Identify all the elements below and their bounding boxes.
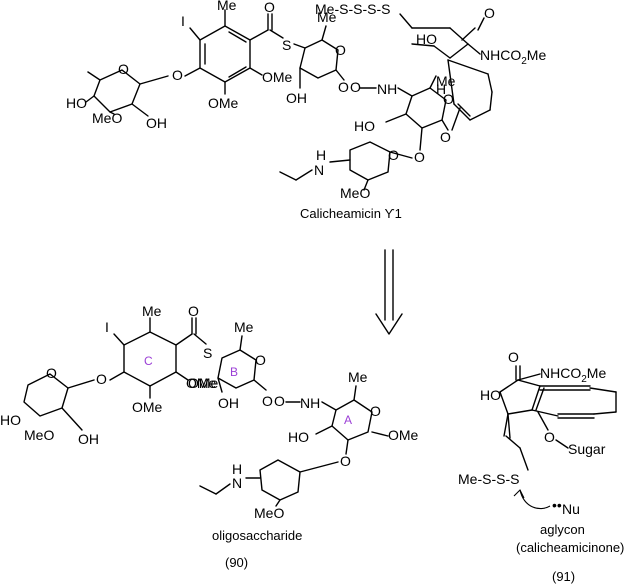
label-o-link-bl: O [262, 393, 273, 409]
bond-carbonyl-c [249, 29, 269, 41]
ring-letter-a: A [344, 413, 352, 427]
label-nu: Nu [562, 501, 580, 517]
caption-91: (91) [552, 569, 575, 584]
sugar-ring-e-bl [259, 459, 301, 501]
label-o-glyc2: O [414, 149, 425, 165]
ring-letter-c: C [144, 354, 153, 368]
label-me1: Me [217, 0, 237, 13]
label-o-ring-a: O [443, 91, 454, 107]
label-meo-left: MeO [92, 110, 122, 126]
label-nhco2me-br: NHCO2Me [540, 365, 606, 385]
label-o-ring-a-bl: O [370, 403, 381, 419]
label-ho-top: HO [416, 31, 437, 47]
caption-calicheamicin: Calicheamicin ϒ1 [300, 206, 402, 221]
label-oh-bl2: OH [218, 395, 239, 411]
label-o-glyc-bl: O [340, 453, 351, 469]
label-o-link-bl2: O [274, 393, 285, 409]
label-meo-e: MeO [340, 185, 370, 201]
label-me-bl2: Me [234, 319, 254, 335]
label-o-carbonyl-bl: O [188, 303, 199, 319]
label-oh-b: OH [286, 90, 307, 106]
label-o-link1: O [338, 79, 349, 95]
label-iodine: I [181, 13, 185, 29]
curved-arrow [519, 489, 551, 510]
label-h-top: H [436, 81, 446, 97]
label-o-ketone-top: O [484, 5, 495, 21]
label-me2: Me [317, 9, 337, 25]
label-o-ketone-br: O [508, 349, 519, 365]
label-o-carbonyl: O [264, 0, 275, 15]
label-meo-bl: MeO [24, 427, 54, 443]
label-ome-bl4: OMe [388, 427, 419, 443]
label-ho-bl2: HO [288, 429, 309, 445]
bond-i [189, 27, 201, 41]
label-s-bl: S [203, 345, 212, 361]
label-nh-e-bl: H [232, 461, 242, 477]
caption-oligosaccharide: oligosaccharide [212, 528, 302, 543]
label-o-ring-b: O [335, 42, 346, 58]
label-trisulfide-br: Me-S-S-S [458, 471, 519, 487]
enediyne-core-top: O NHCO2Me H HO [411, 5, 546, 121]
label-s: S [282, 37, 291, 53]
sugar-ring-e-top: O [349, 141, 399, 181]
label-o-sugar-br: O [544, 429, 555, 445]
label-oh-bl1: OH [78, 431, 99, 447]
label-ho-ring-a: HO [354, 118, 375, 134]
label-ome2: OMe [208, 95, 239, 111]
label-nh-top: NH [377, 81, 397, 97]
label-ho-br: HO [480, 387, 501, 403]
retrosynthesis-arrow [375, 249, 403, 335]
label-o-aryl: O [172, 67, 183, 83]
label-me-bl1: Me [142, 303, 162, 319]
label-ome-bl3: OMe [188, 375, 219, 391]
label-me-bl3: Me [348, 369, 368, 385]
label-o-glyc1: O [440, 129, 451, 145]
caption-90: (90) [225, 555, 248, 570]
caption-calicheamicinone: (calicheamicinone) [516, 540, 624, 555]
label-o-link2: O [350, 79, 361, 95]
label-nh-e: H [316, 147, 326, 163]
sugar-ring-b-top: O [299, 39, 346, 79]
label-ome1: OMe [262, 69, 293, 85]
bond-ome1 [249, 67, 263, 76]
aryl-ring-top [199, 25, 251, 83]
label-ome-bl2: OMe [132, 399, 163, 415]
label-o-ring-left: O [118, 61, 129, 77]
label-nh-bl: NH [300, 395, 320, 411]
label-sugar-br: Sugar [568, 441, 606, 457]
bond-o-aryl [184, 67, 201, 77]
label-dots-nu: •• [552, 497, 562, 513]
label-ho-bl: HO [0, 412, 21, 428]
label-i-bl: I [105, 319, 109, 335]
ring-letter-b: B [230, 365, 238, 379]
label-trisulfide-top: Me-S-S-S-S [315, 1, 390, 17]
label-n-e: N [314, 162, 324, 178]
label-oh-left: OH [146, 115, 167, 131]
label-o-ring-e: O [388, 147, 399, 163]
sugar-ring-a-top: O [405, 87, 454, 129]
label-o-ring-d-bl: O [46, 365, 57, 381]
caption-aglycon: aglycon [540, 522, 585, 537]
aglycon-structure: O NHCO2Me HO O Sugar Me-S-S-S •• Nu agly… [458, 349, 624, 584]
label-n-e-bl: N [232, 475, 242, 491]
label-ome-bl1: OMe [186, 375, 217, 391]
label-nhco2me-top: NHCO2Me [480, 47, 546, 67]
oligosaccharide-structure: C Me I O OMe OMe O S O HO MeO OH B O Me … [0, 303, 419, 570]
calicheamicin-structure: Me I O OMe OMe O S O HO MeO OH O [66, 0, 546, 221]
label-ho-left: HO [66, 95, 87, 111]
label-o-aryl-bl: O [96, 371, 107, 387]
label-meo-e-bl: MeO [254, 505, 284, 521]
label-o-ring-b-bl: O [255, 352, 266, 368]
